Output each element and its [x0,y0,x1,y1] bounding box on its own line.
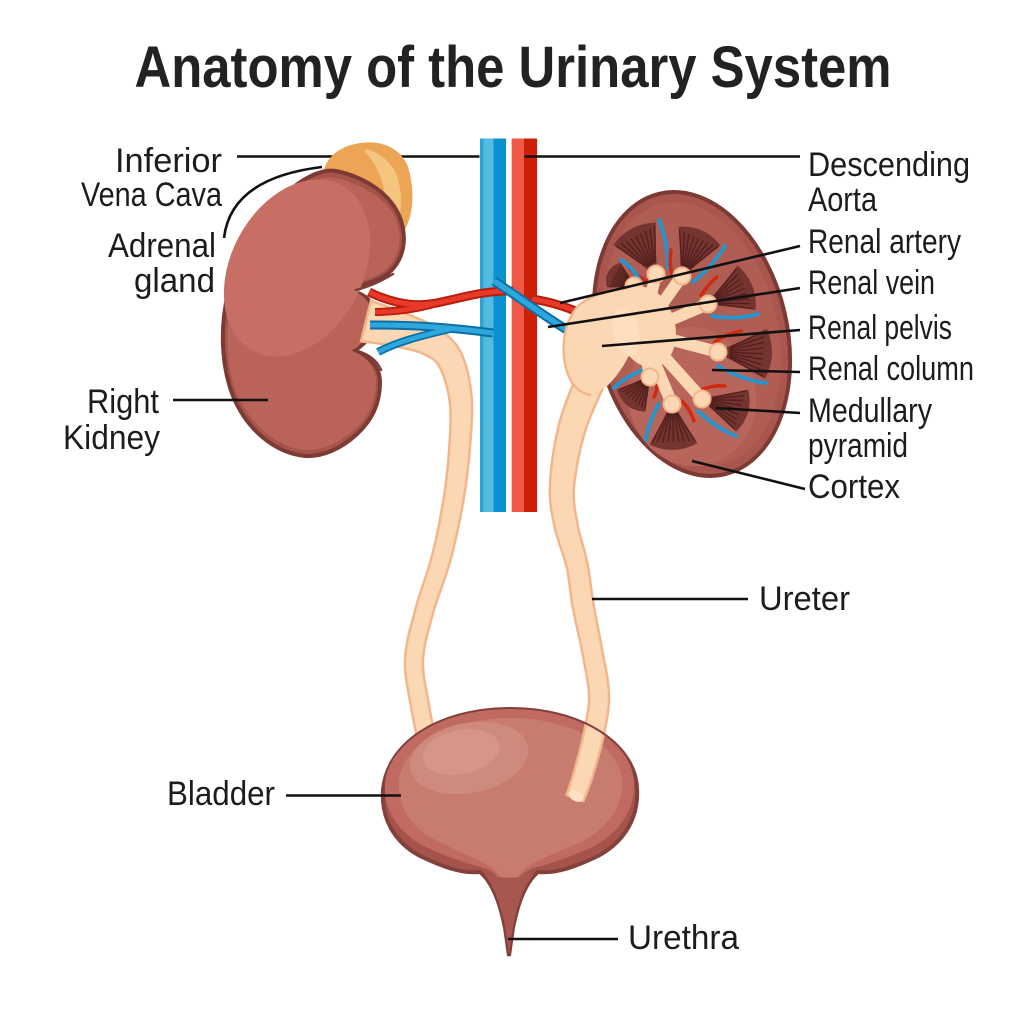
svg-text:Aorta: Aorta [808,181,877,219]
svg-text:Kidney: Kidney [63,419,160,457]
svg-text:Medullary: Medullary [808,392,932,430]
svg-text:Vena Cava: Vena Cava [81,176,222,214]
svg-text:gland: gland [134,262,215,300]
svg-text:Inferior: Inferior [115,142,222,180]
svg-text:Renal pelvis: Renal pelvis [808,309,952,347]
svg-text:Renal artery: Renal artery [808,223,961,261]
svg-text:Adrenal: Adrenal [108,227,216,265]
svg-text:pyramid: pyramid [808,427,908,465]
svg-text:Bladder: Bladder [167,775,275,813]
svg-text:Ureter: Ureter [759,580,850,618]
svg-text:Cortex: Cortex [808,468,900,506]
svg-text:Urethra: Urethra [628,919,739,957]
svg-text:Descending: Descending [808,146,970,184]
svg-text:Anatomy of the Urinary System: Anatomy of the Urinary System [135,35,892,100]
svg-text:Renal vein: Renal vein [808,264,935,302]
svg-text:Right: Right [87,383,159,421]
svg-text:Renal column: Renal column [808,350,974,388]
